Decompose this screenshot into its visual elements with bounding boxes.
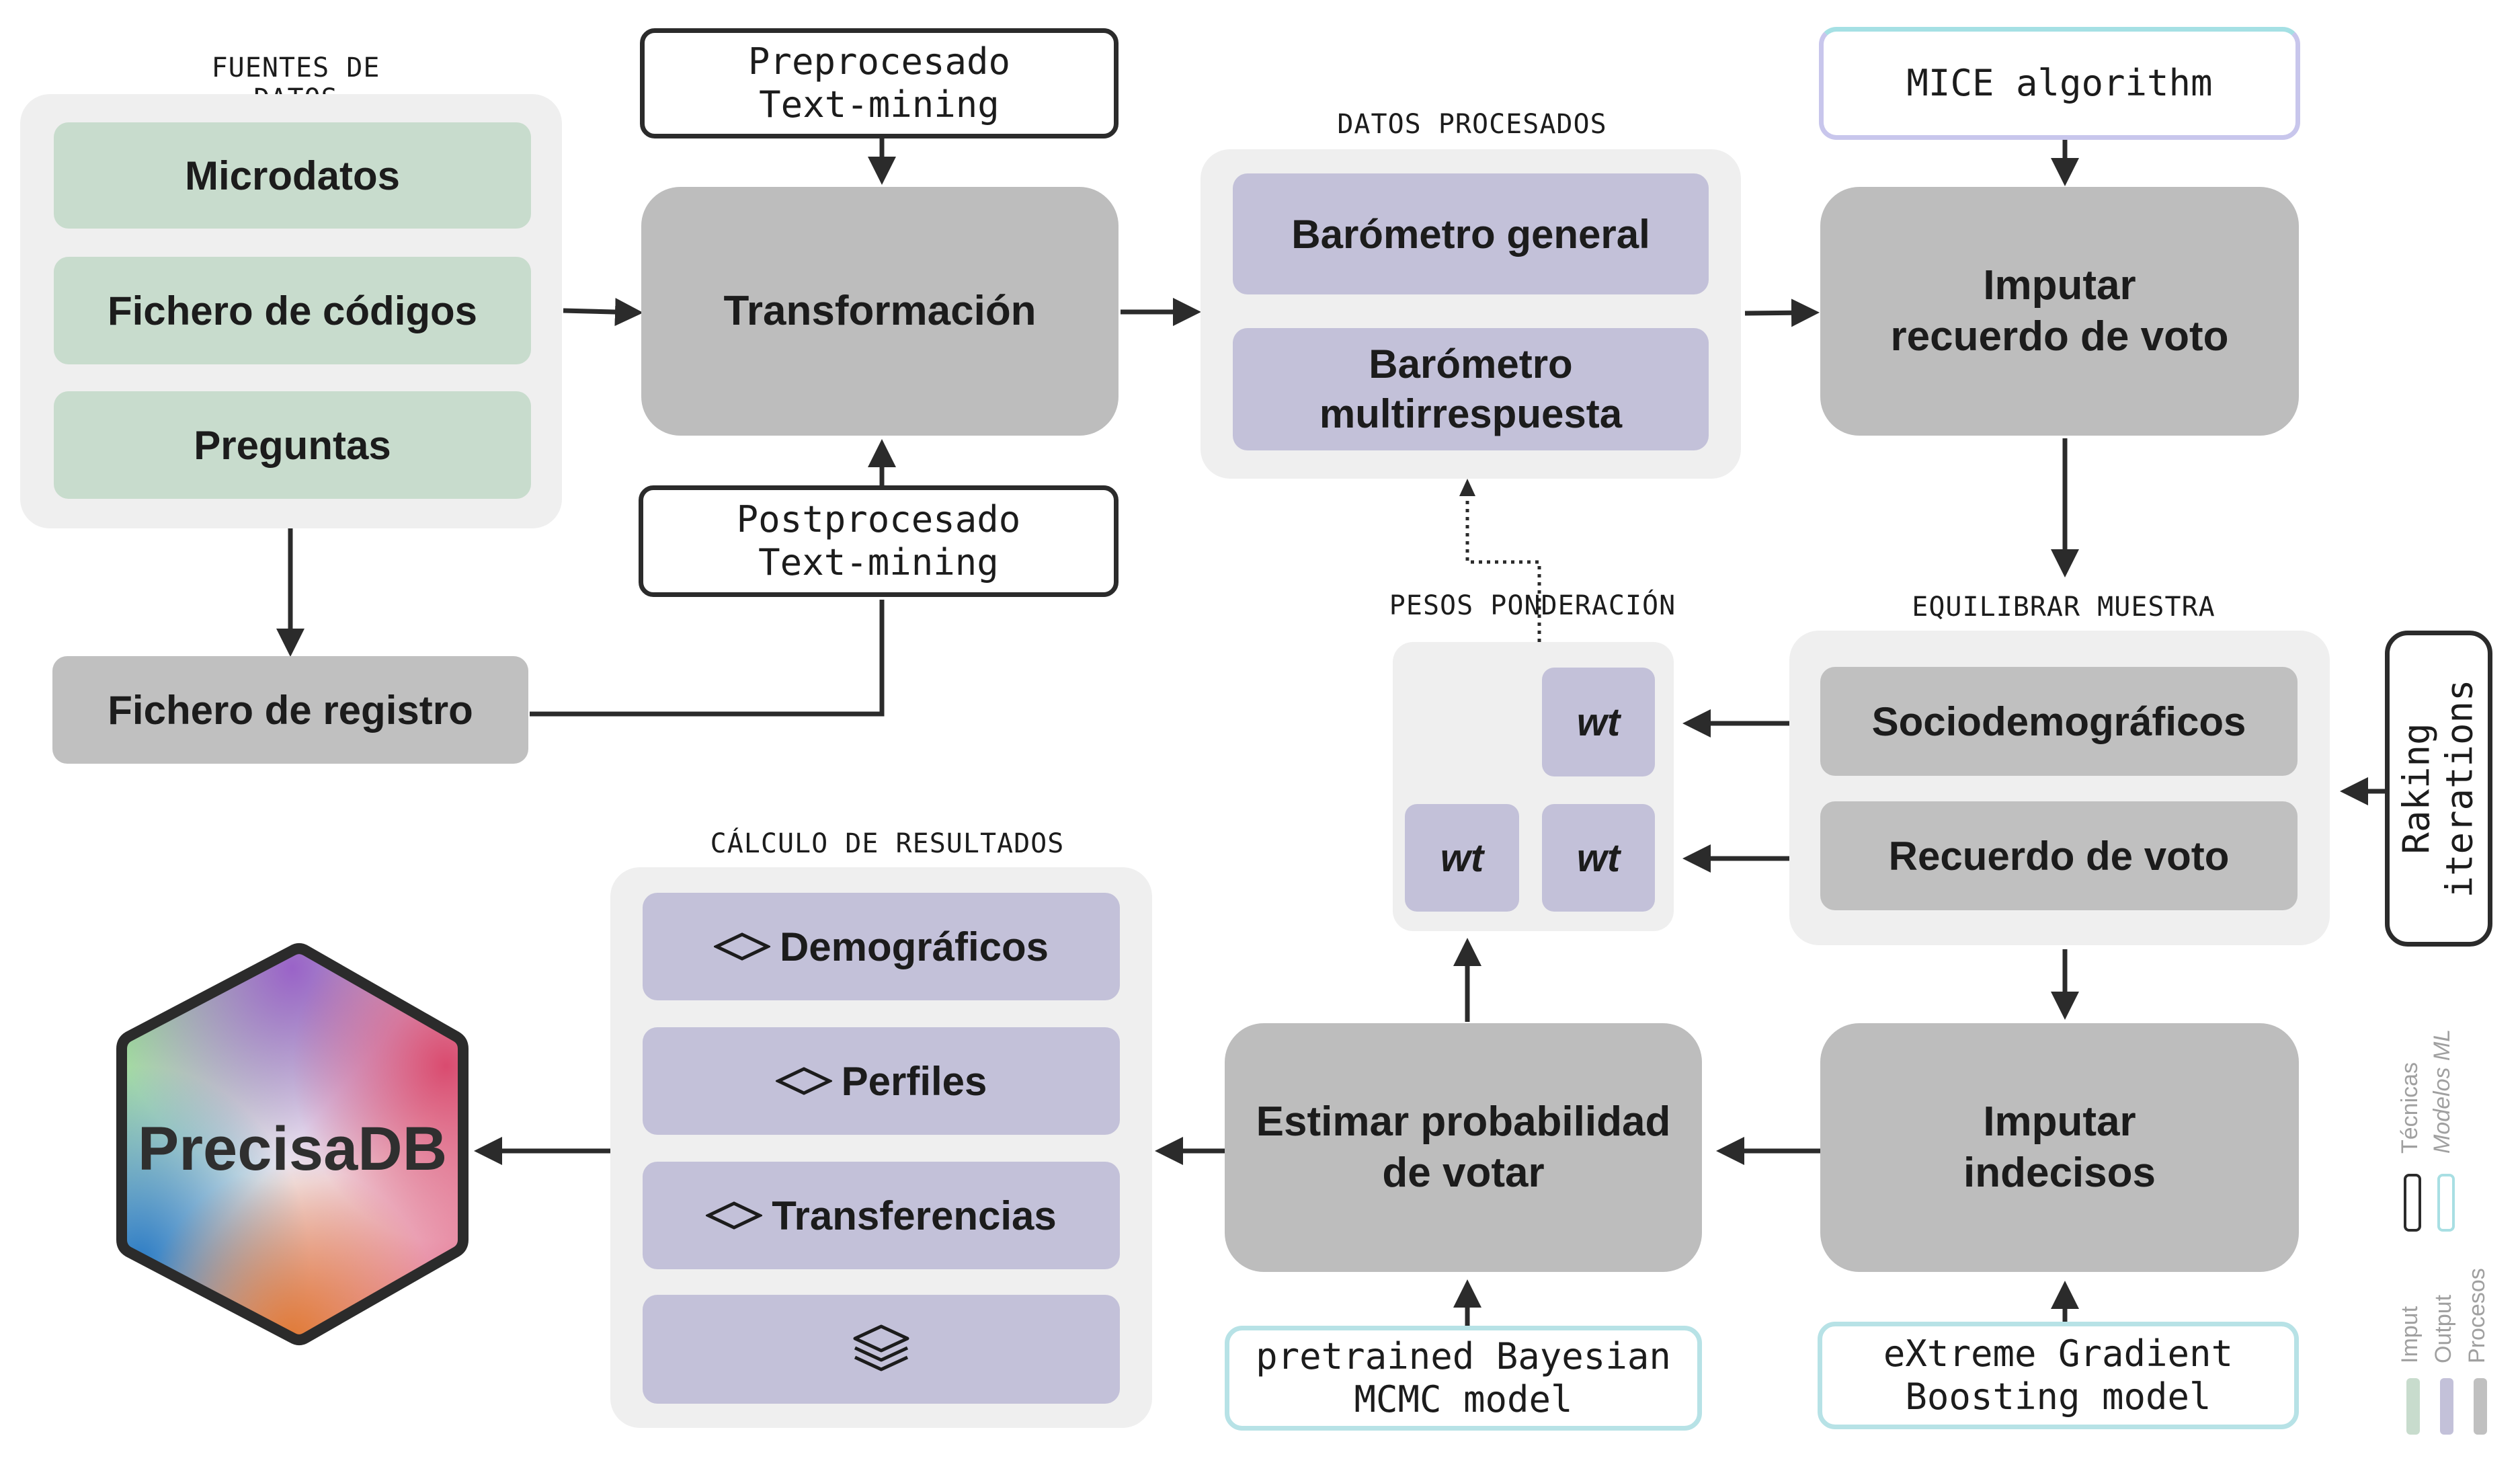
impute-vote-process: Imputar recuerdo de voto bbox=[1820, 187, 2299, 436]
result-label-perfiles: Perfiles bbox=[841, 1058, 987, 1104]
bayesian-model: pretrained Bayesian MCMC model bbox=[1225, 1326, 1702, 1431]
legend-swatch-output bbox=[2440, 1378, 2453, 1435]
section-label-results: CÁLCULO DE RESULTADOS bbox=[710, 828, 1065, 859]
precisadb-logo: PrecisaDB bbox=[116, 943, 469, 1345]
legend-swatch-techniques bbox=[2404, 1174, 2421, 1232]
legend-label-techniques: Técnicas bbox=[2397, 1062, 2423, 1154]
weight-item-top: wt bbox=[1542, 668, 1655, 776]
line-registry-to-postprocess bbox=[530, 600, 885, 717]
result-item-demograficos: Demográficos bbox=[643, 893, 1120, 1000]
dotted-arrowhead bbox=[1459, 479, 1475, 496]
logo-text: PrecisaDB bbox=[138, 1115, 447, 1183]
source-item-codes: Fichero de códigos bbox=[54, 257, 531, 364]
estimate-vote-process: Estimar probabilidad de votar bbox=[1225, 1023, 1702, 1272]
weight-item-right: wt bbox=[1542, 804, 1655, 912]
dotted-weights-to-processed bbox=[1465, 491, 1541, 642]
balance-item-socio: Sociodemográficos bbox=[1820, 667, 2298, 776]
arrow-sources-to-transform bbox=[563, 298, 643, 327]
xgboost-model: eXtreme Gradient Boosting model bbox=[1818, 1322, 2299, 1429]
legend-swatch-input bbox=[2406, 1378, 2420, 1435]
transform-process: Transformación bbox=[641, 187, 1119, 436]
diamond-outline-icon bbox=[713, 932, 770, 961]
legend-swatch-ml bbox=[2437, 1174, 2455, 1232]
result-item-layers bbox=[643, 1295, 1120, 1404]
weight-item-left: wt bbox=[1405, 804, 1519, 912]
legend-label-process: Procesos bbox=[2464, 1268, 2490, 1363]
legend-swatch-process bbox=[2474, 1378, 2487, 1435]
section-label-processed: DATOS PROCESADOS bbox=[1337, 109, 1607, 140]
balance-item-vote: Recuerdo de voto bbox=[1820, 801, 2298, 910]
section-label-weights: PESOS PONDERACIÓN bbox=[1389, 590, 1676, 621]
diamond-outline-icon bbox=[775, 1067, 832, 1095]
layers-icon bbox=[853, 1324, 909, 1371]
mice-model: MICE algorithm bbox=[1819, 27, 2300, 140]
legend-label-output: Output bbox=[2431, 1294, 2456, 1363]
processed-item-multi: Barómetro multirrespuesta bbox=[1233, 328, 1709, 450]
registry-box: Fichero de registro bbox=[52, 656, 528, 764]
legend-label-input: Imput bbox=[2397, 1306, 2423, 1363]
legend-label-ml: Modelos ML bbox=[2429, 1029, 2455, 1154]
result-label-transferencias: Transferencias bbox=[772, 1193, 1057, 1238]
impute-undecided-process: Imputar indecisos bbox=[1820, 1023, 2299, 1272]
raking-technique: Raking iterations bbox=[2385, 631, 2492, 947]
result-item-transferencias: Transferencias bbox=[643, 1162, 1120, 1269]
source-item-preguntas: Preguntas bbox=[54, 391, 531, 499]
processed-item-general: Barómetro general bbox=[1233, 173, 1709, 294]
section-label-balance: EQUILIBRAR MUESTRA bbox=[1912, 592, 2216, 623]
preprocess-technique: Preprocesado Text-mining bbox=[640, 28, 1119, 138]
raking-label: Raking iterations bbox=[2396, 679, 2482, 898]
diamond-outline-icon bbox=[706, 1201, 763, 1230]
result-item-perfiles: Perfiles bbox=[643, 1027, 1120, 1135]
source-item-microdatos: Microdatos bbox=[54, 122, 531, 229]
result-label-demograficos: Demográficos bbox=[779, 924, 1049, 969]
postprocess-technique: Postprocesado Text-mining bbox=[639, 485, 1119, 597]
